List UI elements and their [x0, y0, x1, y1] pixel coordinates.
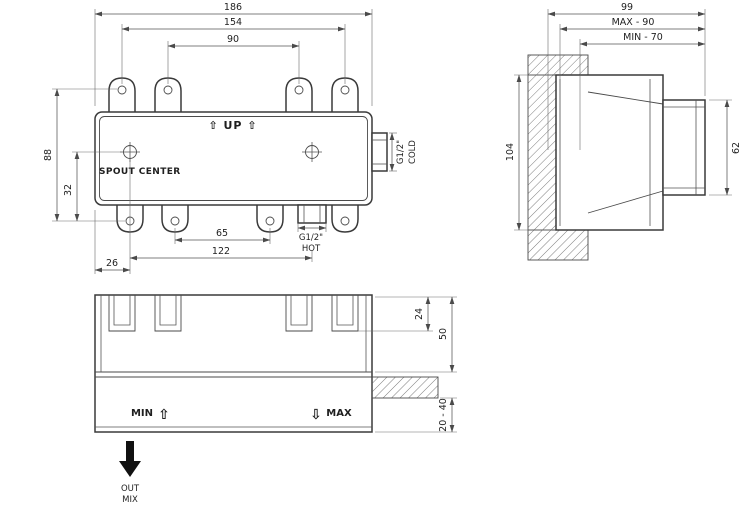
dim-plaster-range: 20 - 40 [438, 398, 449, 432]
wall-section [527, 54, 589, 261]
bottom-view: MIN ⇧ ⇩ MAX 24 50 20 - 40 OUT MIX [94, 294, 457, 505]
min-label: MIN [131, 408, 153, 419]
valve-body-side [555, 74, 664, 231]
cold-size-label: G1/2" [396, 140, 406, 164]
side-extension-lines [514, 9, 732, 231]
wall-section-bottom [371, 376, 439, 399]
valve-body-bottom [94, 294, 373, 433]
top-mounting-tabs [108, 77, 359, 113]
bottom-dimension-lines [425, 296, 455, 433]
front-view: ⇧ UP ⇧ SPOUT CENTER [43, 2, 418, 274]
valve-body-outline [94, 111, 373, 206]
dim-cartridge-height: 62 [731, 142, 742, 154]
dim-fixing-vertical: 88 [43, 149, 54, 161]
dim-edge-offset: 26 [106, 258, 118, 269]
mounting-tab-slots [108, 295, 359, 332]
dim-tab-depth: 24 [414, 308, 425, 320]
up-label: ⇧ UP ⇧ [208, 119, 257, 132]
hot-port [297, 204, 327, 224]
spout-center-mark [120, 142, 140, 162]
outlet-arrow-icon [119, 441, 141, 477]
dim-total-width: 186 [224, 2, 242, 13]
dim-bottom-inner: 65 [216, 228, 228, 239]
dim-body-height: 104 [505, 143, 516, 161]
mixer-center-mark [302, 142, 322, 162]
dim-bottom-span: 122 [212, 246, 230, 257]
max-down-arrow-icon: ⇩ [310, 407, 322, 423]
dim-min-depth: MIN - 70 [623, 32, 663, 43]
dim-spout-offset: 32 [63, 184, 74, 196]
dim-max-depth: MAX - 90 [612, 17, 655, 28]
max-label: MAX [326, 408, 352, 419]
spout-center-label: SPOUT CENTER [99, 167, 181, 177]
cartridge-protrusion [662, 99, 706, 196]
cold-label: COLD [408, 140, 418, 164]
mix-label: MIX [122, 495, 138, 505]
front-dimension-lines [54, 11, 395, 273]
dim-fixing-outer: 154 [224, 17, 242, 28]
dim-body-depth: 50 [438, 328, 449, 340]
out-label: OUT [121, 484, 140, 494]
hot-label: HOT [302, 244, 321, 254]
dim-fixing-inner: 90 [227, 34, 239, 45]
min-up-arrow-icon: ⇧ [158, 407, 170, 423]
dim-total-depth: 99 [621, 2, 633, 13]
side-dimension-lines [516, 11, 730, 231]
hot-size-label: G1/2" [299, 233, 323, 243]
cold-port [371, 132, 388, 172]
side-view: 99 MAX - 90 MIN - 70 104 62 [505, 2, 742, 261]
